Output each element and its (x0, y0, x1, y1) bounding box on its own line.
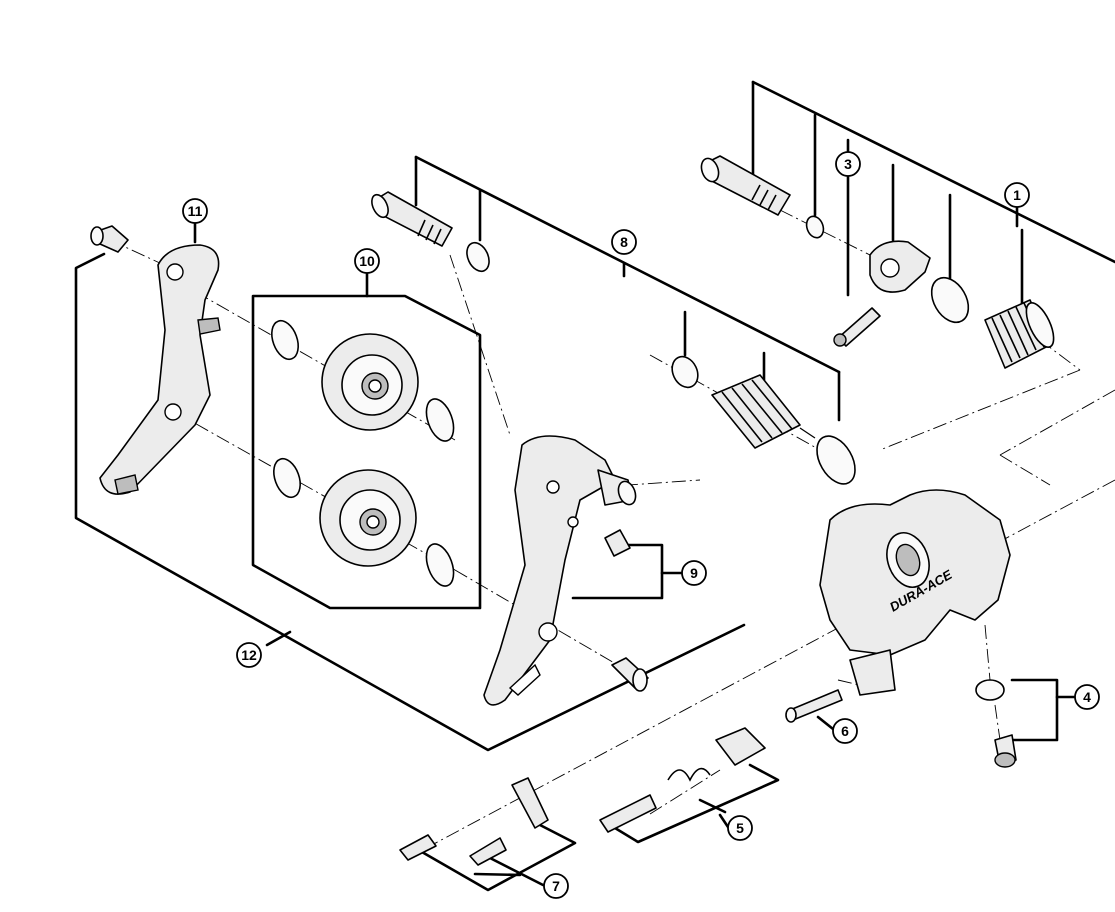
callout-9: 9 (681, 560, 707, 586)
callout-4: 4 (1074, 684, 1100, 710)
pulley-cover-1-part (271, 319, 299, 361)
callout-6: 6 (832, 718, 858, 744)
bushing-part (671, 355, 699, 389)
callout-4-label: 4 (1083, 689, 1091, 705)
inner-plate-part (483, 435, 637, 706)
callout-3-label: 3 (844, 156, 852, 172)
axle-o-ring-part (466, 241, 490, 273)
callout-7: 7 (543, 873, 569, 899)
callout-7-label: 7 (552, 878, 560, 894)
callout-5-label: 5 (736, 820, 744, 836)
callout-1: 1 (1004, 182, 1030, 208)
callout-12-label: 12 (241, 647, 257, 663)
pulley-cover-2-part (425, 398, 455, 442)
callout-9-label: 9 (690, 565, 698, 581)
outer-plate-part (99, 244, 221, 495)
pulley-cover-3-part (273, 457, 301, 499)
stopper-bolt-part (604, 529, 631, 557)
plate-screw-part (90, 225, 129, 253)
pulley-axle-part (371, 191, 453, 247)
bracket-spring-part (984, 299, 1055, 369)
cage-washer-part (816, 435, 856, 485)
callout-11-label: 11 (188, 203, 203, 219)
callout-8-label: 8 (620, 234, 628, 250)
callout-3: 3 (835, 151, 861, 177)
adjust-bolt-part (994, 734, 1017, 768)
pulley-cover-4-part (425, 543, 455, 587)
callout-6-label: 6 (841, 723, 849, 739)
derailleur-body-part: DURA-ACE (819, 489, 1011, 696)
axle-bolt-part (700, 155, 791, 216)
callout-10: 10 (354, 248, 380, 274)
o-ring-part (805, 215, 825, 239)
callout-11: 11 (182, 198, 208, 224)
b-tension-screw-part (833, 307, 881, 347)
callout-1-label: 1 (1013, 187, 1021, 203)
cable-fixing-part (399, 777, 549, 866)
link-pin-part (785, 689, 843, 723)
cable-adjuster-part (599, 727, 766, 833)
cage-bolt-part (611, 657, 649, 692)
leader-lines (74, 80, 1115, 892)
callout-10-label: 10 (359, 253, 375, 269)
upper-pulley-part (321, 333, 419, 431)
callout-12: 12 (236, 642, 262, 668)
b-tension-plate-part (869, 240, 931, 293)
adjust-washer-part (975, 679, 1005, 701)
callout-8: 8 (611, 229, 637, 255)
pulley-spring-part (711, 374, 816, 449)
lower-pulley-part (319, 469, 417, 567)
callout-5: 5 (727, 815, 753, 841)
washer-ring-part (930, 276, 970, 324)
